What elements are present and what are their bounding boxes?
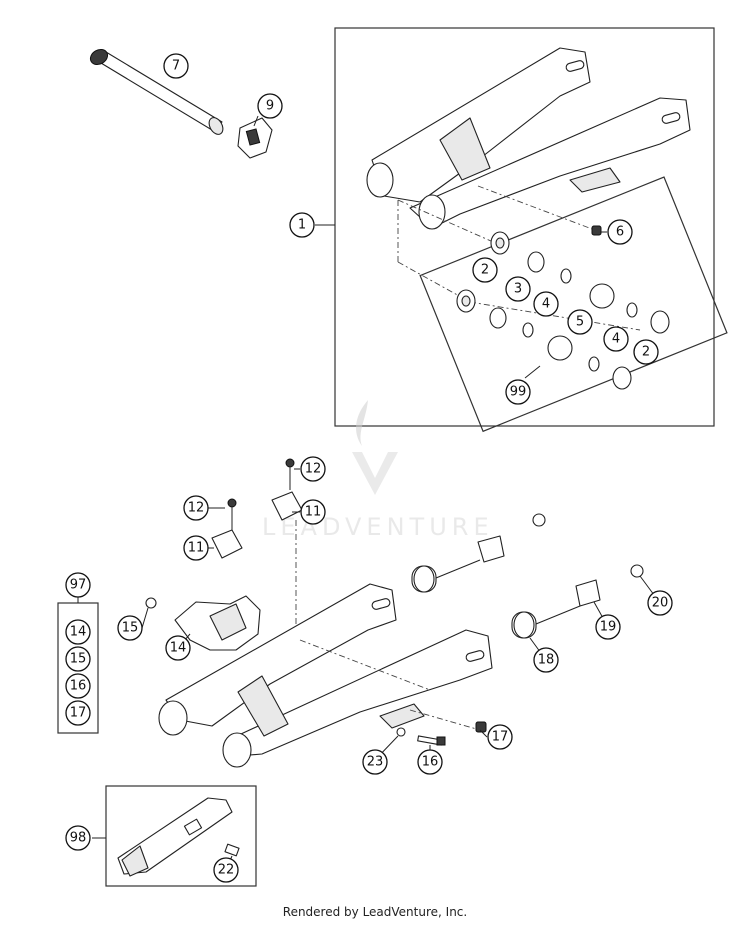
callout-97: 97: [65, 572, 91, 598]
svg-text:11: 11: [188, 541, 205, 556]
callout-4-lower: 4: [603, 326, 629, 352]
swingarm-upper-part: [366, 47, 691, 331]
svg-text:12: 12: [188, 501, 205, 516]
callout-14-kit: 14: [65, 619, 91, 645]
svg-text:12: 12: [305, 462, 322, 477]
svg-text:19: 19: [600, 620, 617, 635]
callout-99: 99: [505, 379, 531, 405]
callout-12-right: 12: [300, 456, 326, 482]
mount-bolts-part: [396, 721, 487, 746]
callout-11-left: 11: [183, 535, 209, 561]
callout-5: 5: [567, 309, 593, 335]
svg-text:17: 17: [70, 706, 87, 721]
svg-text:15: 15: [122, 621, 139, 636]
callout-98: 98: [65, 825, 91, 851]
callout-18: 18: [533, 647, 559, 673]
callout-9: 9: [257, 93, 283, 119]
axle-part: [89, 48, 224, 135]
chain-slider-part: [145, 595, 261, 651]
svg-text:7: 7: [172, 59, 180, 74]
svg-text:98: 98: [70, 831, 87, 846]
callout-15: 15: [117, 615, 143, 641]
callout-4-upper: 4: [533, 291, 559, 317]
callout-22: 22: [213, 857, 239, 883]
svg-text:2: 2: [642, 345, 650, 360]
footer-credit: Rendered by LeadVenture, Inc.: [282, 905, 468, 919]
callout-14: 14: [165, 635, 191, 661]
bolt-6-part: [591, 225, 602, 236]
watermark-logo: LEADVENTURE: [262, 400, 494, 541]
watermark-text: LEADVENTURE: [262, 513, 494, 541]
swingarm-detail-frame: [334, 27, 715, 427]
svg-text:16: 16: [70, 679, 87, 694]
chain-guide-bracket-parts: [211, 458, 303, 630]
kit-98-frame: [105, 785, 257, 887]
svg-text:9: 9: [266, 99, 274, 114]
chain-adjuster-part: [237, 117, 273, 159]
svg-text:14: 14: [170, 641, 187, 656]
callout-3: 3: [505, 276, 531, 302]
chain-guard-part: [117, 797, 240, 877]
callout-20: 20: [647, 590, 673, 616]
callout-19: 19: [595, 614, 621, 640]
callout-2-lower: 2: [633, 339, 659, 365]
callout-23: 23: [362, 749, 388, 775]
callout-16: 16: [417, 749, 443, 775]
svg-text:17: 17: [492, 730, 509, 745]
callout-17: 17: [487, 724, 513, 750]
svg-text:18: 18: [538, 653, 555, 668]
svg-text:14: 14: [70, 625, 87, 640]
svg-text:11: 11: [305, 505, 322, 520]
svg-text:1: 1: [298, 218, 306, 233]
svg-text:23: 23: [367, 755, 384, 770]
svg-text:20: 20: [652, 596, 669, 611]
svg-text:4: 4: [612, 332, 620, 347]
callout-15-kit: 15: [65, 646, 91, 672]
svg-text:22: 22: [218, 863, 235, 878]
callout-12-left: 12: [183, 495, 209, 521]
svg-text:3: 3: [514, 282, 522, 297]
svg-text:15: 15: [70, 652, 87, 667]
callout-6: 6: [607, 219, 633, 245]
svg-text:99: 99: [510, 385, 527, 400]
callout-2-upper: 2: [472, 257, 498, 283]
svg-text:6: 6: [616, 225, 624, 240]
swingarm-lower-part: [158, 583, 493, 768]
bearing-kit-parts: [456, 231, 670, 390]
callout-1: 1: [289, 212, 315, 238]
callout-7: 7: [163, 53, 189, 79]
bearing-kit-frame: [419, 176, 728, 433]
svg-text:5: 5: [576, 315, 584, 330]
svg-text:4: 4: [542, 297, 550, 312]
svg-text:2: 2: [481, 263, 489, 278]
svg-text:16: 16: [422, 755, 439, 770]
svg-text:97: 97: [70, 578, 87, 593]
callout-16-kit: 16: [65, 673, 91, 699]
callout-17-kit: 17: [65, 700, 91, 726]
callout-11-right: 11: [300, 499, 326, 525]
stand-roller-parts: [411, 513, 644, 639]
